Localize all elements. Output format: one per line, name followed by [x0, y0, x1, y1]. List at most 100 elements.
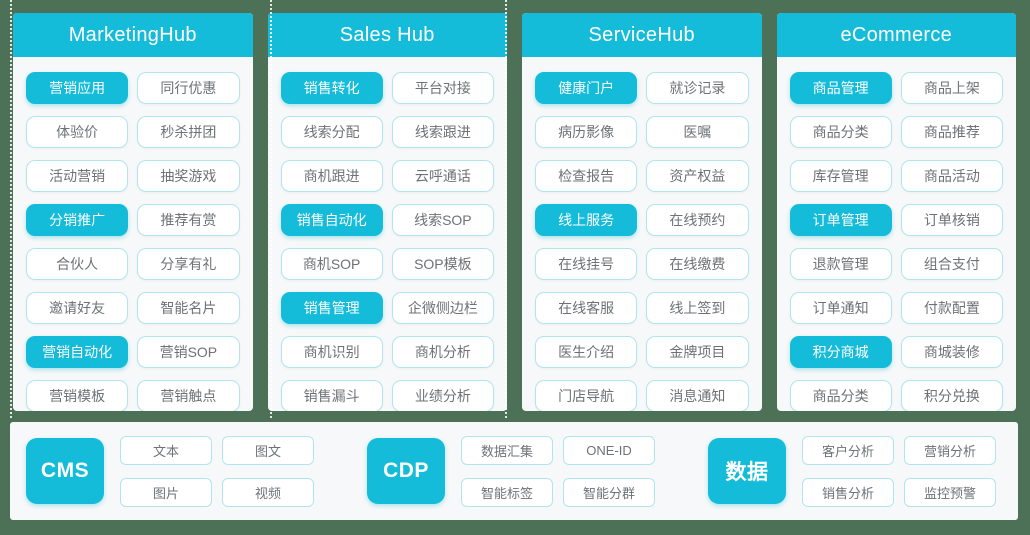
platform-badge: 数据	[708, 438, 786, 504]
feature-pill: 营销触点	[137, 380, 240, 411]
feature-pill: 线索SOP	[391, 204, 494, 236]
feature-pill: 在线挂号	[535, 248, 638, 280]
platform-feature-pill: 客户分析	[802, 435, 894, 465]
platform-bar: CMS 文本图文图片视频 CDP 数据汇集 ONE-ID 智能标签智能分群 数据 客…	[10, 422, 1018, 520]
feature-pill: 智能名片	[137, 292, 240, 324]
platform-feature-pill: 视频	[222, 477, 314, 507]
feature-pill: 秒杀拼团	[137, 116, 240, 148]
feature-pill: 销售管理	[280, 292, 383, 324]
feature-pill: 医生介绍	[535, 336, 638, 368]
platform-group: CMS 文本图文图片视频	[26, 435, 314, 507]
feature-pill: 云呼通话	[391, 160, 494, 192]
feature-pill: 营销自动化	[26, 336, 129, 368]
feature-grid: 商品管理商品上架商品分类商品推荐库存管理商品活动订单管理订单核销退款管理组合支付…	[777, 57, 1017, 411]
feature-pill: 在线预约	[646, 204, 749, 236]
feature-pill: 商品分类	[789, 116, 892, 148]
feature-pill: 金牌项目	[646, 336, 749, 368]
feature-pill: 销售转化	[280, 72, 383, 104]
feature-pill: 线上服务	[535, 204, 638, 236]
hub-card: eCommerce 商品管理商品上架商品分类商品推荐库存管理商品活动订单管理订单…	[776, 13, 1017, 411]
feature-pill: 推荐有赏	[137, 204, 240, 236]
platform-feature-pill: 智能标签	[461, 477, 553, 507]
platform-feature-pill: 营销分析	[904, 435, 996, 465]
guide-line	[10, 0, 12, 418]
feature-pill: 分销推广	[26, 204, 129, 236]
platform-feature-pill: 监控预警	[904, 477, 996, 507]
feature-pill: 订单管理	[789, 204, 892, 236]
hub-card-title: MarketingHub	[13, 13, 253, 57]
platform-feature-grid: 数据汇集 ONE-ID 智能标签智能分群	[461, 435, 655, 507]
feature-pill: 商品分类	[789, 380, 892, 411]
platform-feature-pill: 智能分群	[563, 477, 655, 507]
feature-pill: 商机跟进	[280, 160, 383, 192]
feature-pill: 销售漏斗	[280, 380, 383, 411]
feature-pill: 商品推荐	[900, 116, 1003, 148]
feature-pill: 销售自动化	[280, 204, 383, 236]
feature-pill: 资产权益	[646, 160, 749, 192]
feature-pill: 在线客服	[535, 292, 638, 324]
platform-feature-pill: 图片	[120, 477, 212, 507]
feature-pill: 检查报告	[535, 160, 638, 192]
feature-pill: SOP模板	[391, 248, 494, 280]
feature-pill: 积分兑换	[900, 380, 1003, 411]
hub-card: ServiceHub 健康门户就诊记录病历影像医嘱检查报告资产权益线上服务在线预…	[522, 13, 762, 411]
feature-pill: 营销模板	[26, 380, 129, 411]
feature-pill: 付款配置	[900, 292, 1003, 324]
feature-pill: 企微侧边栏	[391, 292, 494, 324]
feature-pill: 病历影像	[535, 116, 638, 148]
feature-pill: 业绩分析	[391, 380, 494, 411]
platform-feature-grid: 文本图文图片视频	[120, 435, 314, 507]
feature-pill: 线上签到	[646, 292, 749, 324]
feature-pill: 商品管理	[789, 72, 892, 104]
feature-pill: 线索跟进	[391, 116, 494, 148]
feature-grid: 营销应用同行优惠体验价秒杀拼团活动营销抽奖游戏分销推广推荐有赏合伙人分享有礼邀请…	[13, 57, 253, 411]
feature-pill: 库存管理	[789, 160, 892, 192]
feature-pill: 退款管理	[789, 248, 892, 280]
feature-pill: 商品上架	[900, 72, 1003, 104]
feature-pill: 活动营销	[26, 160, 129, 192]
hub-card-title: Sales Hub	[267, 13, 507, 57]
feature-pill: 邀请好友	[26, 292, 129, 324]
platform-feature-pill: ONE-ID	[563, 435, 655, 465]
feature-pill: 商城装修	[900, 336, 1003, 368]
feature-pill: 消息通知	[646, 380, 749, 411]
feature-pill: 体验价	[26, 116, 129, 148]
platform-badge: CMS	[26, 438, 104, 504]
platform-feature-pill: 图文	[222, 435, 314, 465]
feature-pill: 积分商城	[789, 336, 892, 368]
feature-pill: 线索分配	[280, 116, 383, 148]
feature-grid: 健康门户就诊记录病历影像医嘱检查报告资产权益线上服务在线预约在线挂号在线缴费在线…	[522, 57, 762, 411]
feature-pill: 医嘱	[646, 116, 749, 148]
platform-group: 数据 客户分析营销分析销售分析监控预警	[708, 435, 996, 507]
platform-badge: CDP	[367, 438, 445, 504]
feature-pill: 营销SOP	[137, 336, 240, 368]
feature-pill: 抽奖游戏	[137, 160, 240, 192]
hub-card-title: ServiceHub	[522, 13, 762, 57]
feature-pill: 营销应用	[26, 72, 129, 104]
platform-feature-pill: 数据汇集	[461, 435, 553, 465]
feature-pill: 组合支付	[900, 248, 1003, 280]
feature-pill: 商机SOP	[280, 248, 383, 280]
feature-pill: 商品活动	[900, 160, 1003, 192]
feature-pill: 就诊记录	[646, 72, 749, 104]
feature-pill: 健康门户	[535, 72, 638, 104]
hub-card: Sales Hub 销售转化平台对接线索分配线索跟进商机跟进云呼通话销售自动化线…	[267, 13, 508, 411]
hub-card-title: eCommerce	[776, 13, 1016, 57]
feature-pill: 分享有礼	[137, 248, 240, 280]
feature-pill: 门店导航	[535, 380, 638, 411]
feature-pill: 在线缴费	[646, 248, 749, 280]
feature-pill: 同行优惠	[137, 72, 240, 104]
feature-pill: 订单通知	[789, 292, 892, 324]
platform-feature-grid: 客户分析营销分析销售分析监控预警	[802, 435, 996, 507]
feature-pill: 商机分析	[391, 336, 494, 368]
feature-pill: 商机识别	[280, 336, 383, 368]
feature-pill: 平台对接	[391, 72, 494, 104]
hub-card: MarketingHub 营销应用同行优惠体验价秒杀拼团活动营销抽奖游戏分销推广…	[13, 13, 253, 411]
feature-pill: 订单核销	[900, 204, 1003, 236]
platform-group: CDP 数据汇集 ONE-ID 智能标签智能分群	[367, 435, 655, 507]
platform-feature-pill: 文本	[120, 435, 212, 465]
feature-pill: 合伙人	[26, 248, 129, 280]
platform-feature-pill: 销售分析	[802, 477, 894, 507]
